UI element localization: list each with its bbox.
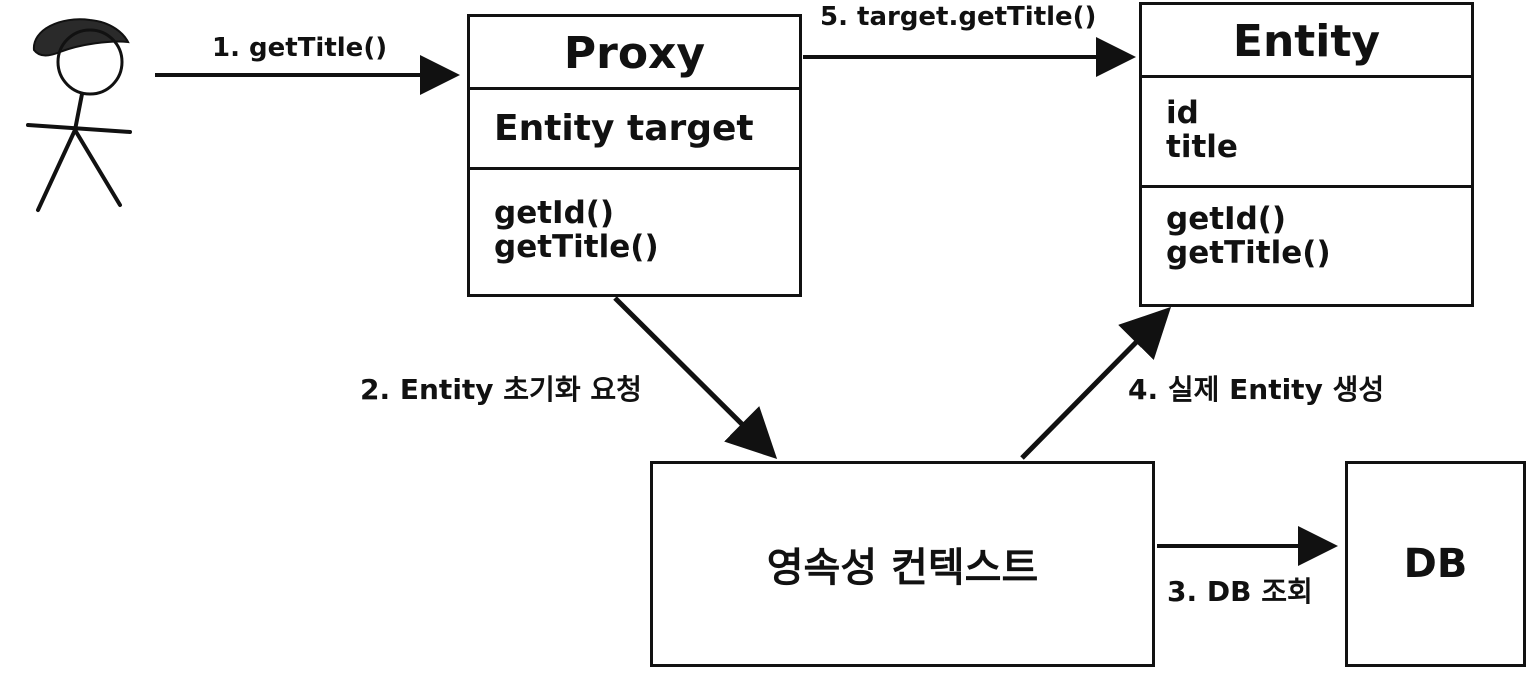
proxy-title: Proxy bbox=[470, 17, 799, 90]
step2-label: 2. Entity 초기화 요청 bbox=[360, 373, 642, 406]
persistence-context-label: 영속성 컨텍스트 bbox=[766, 545, 1039, 591]
entity-method: getId() bbox=[1166, 201, 1287, 237]
db-box: DB bbox=[1345, 461, 1526, 667]
step3-label: 3. DB 조회 bbox=[1167, 575, 1313, 608]
step1-label: 1. getTitle() bbox=[212, 33, 388, 63]
entity-fields-section: id title bbox=[1142, 78, 1471, 188]
arrow-step2 bbox=[613, 296, 778, 460]
proxy-method: getTitle() bbox=[494, 229, 659, 266]
arrow-step4 bbox=[1020, 306, 1172, 460]
proxy-method: getId() bbox=[494, 195, 615, 231]
entity-methods-section: getId() getTitle() bbox=[1142, 188, 1471, 270]
user-stick-figure-icon bbox=[26, 18, 132, 212]
entity-method: getTitle() bbox=[1166, 235, 1331, 272]
entity-field: id bbox=[1166, 95, 1199, 131]
step5-label: 5. target.getTitle() bbox=[820, 2, 1097, 32]
entity-field: title bbox=[1166, 129, 1238, 166]
entity-title: Entity bbox=[1142, 5, 1471, 78]
proxy-field: Entity target bbox=[494, 108, 754, 149]
step4-label: 4. 실제 Entity 생성 bbox=[1128, 373, 1385, 406]
persistence-context-box: 영속성 컨텍스트 bbox=[650, 461, 1155, 667]
entity-box: Entity id title getId() getTitle() bbox=[1139, 2, 1474, 307]
proxy-field-section: Entity target bbox=[470, 90, 799, 170]
proxy-box: Proxy Entity target getId() getTitle() bbox=[467, 14, 802, 297]
db-label: DB bbox=[1403, 541, 1468, 587]
proxy-methods-section: getId() getTitle() bbox=[470, 170, 799, 264]
